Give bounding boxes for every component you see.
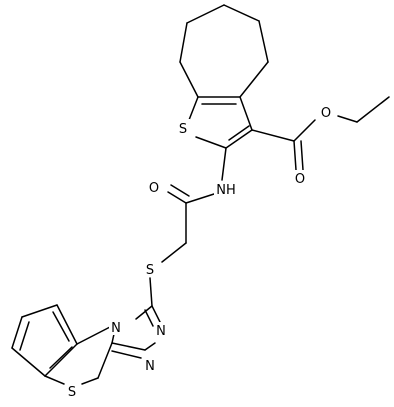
atom-symbol: O <box>321 106 331 121</box>
atom-symbol: N <box>111 321 121 336</box>
atom-symbol: O <box>295 172 305 187</box>
bond <box>161 242 187 263</box>
bond <box>179 61 199 98</box>
bond <box>144 342 156 351</box>
bond <box>195 136 227 149</box>
amide-nh-label: NH <box>214 181 239 198</box>
atom-symbol: S <box>146 263 154 278</box>
bond <box>151 305 161 323</box>
bond <box>170 184 190 197</box>
atom-label-layer: S O O O NH S N N <box>65 104 334 400</box>
thioether-sulfur-label: S <box>143 260 157 278</box>
bond <box>251 129 295 142</box>
bond <box>223 4 260 22</box>
bond <box>188 96 199 121</box>
bond <box>49 346 73 369</box>
bond <box>258 20 269 63</box>
bond <box>21 304 58 318</box>
bond <box>81 377 99 385</box>
atom-symbol: N <box>156 324 166 339</box>
atom-symbol: O <box>149 181 159 196</box>
bond <box>300 140 304 171</box>
bond <box>19 321 30 351</box>
atom-symbol: NH <box>216 183 236 198</box>
bond <box>293 119 316 142</box>
bond <box>149 277 153 307</box>
bond <box>111 333 115 344</box>
ester-oxygen-label: O <box>318 104 334 121</box>
bond <box>144 309 154 327</box>
bond <box>356 96 390 123</box>
amide-oxygen-label: O <box>146 179 162 196</box>
bond <box>56 304 78 345</box>
atom-symbol: S <box>179 122 187 137</box>
bond <box>185 193 215 204</box>
bond-layer <box>11 4 390 385</box>
triazole-n1-label: N <box>154 322 168 339</box>
bond <box>225 129 253 149</box>
bond <box>97 342 113 379</box>
bond <box>111 350 142 359</box>
bond <box>44 343 78 377</box>
bond <box>52 311 70 342</box>
triazole-n3-label: N <box>109 319 123 336</box>
bond <box>239 61 269 98</box>
bond <box>337 115 358 123</box>
bond <box>11 316 23 349</box>
atom-symbol: S <box>68 385 76 400</box>
atom-symbol: N <box>145 359 155 374</box>
thiophene-sulfur-label: S <box>176 119 190 137</box>
bond <box>221 147 227 181</box>
triazole-n2-label: N <box>143 357 157 374</box>
bond <box>111 342 146 351</box>
carbonyl-oxygen-label: O <box>292 170 308 187</box>
bond <box>11 347 46 377</box>
bond <box>239 96 253 131</box>
benzothiazole-sulfur-label: S <box>65 383 79 400</box>
bond <box>186 4 225 24</box>
bond <box>135 305 153 320</box>
bond <box>167 191 187 204</box>
bond <box>76 326 111 345</box>
bond <box>293 140 297 171</box>
bond <box>179 22 188 63</box>
bond <box>44 375 65 385</box>
bond <box>228 125 250 141</box>
